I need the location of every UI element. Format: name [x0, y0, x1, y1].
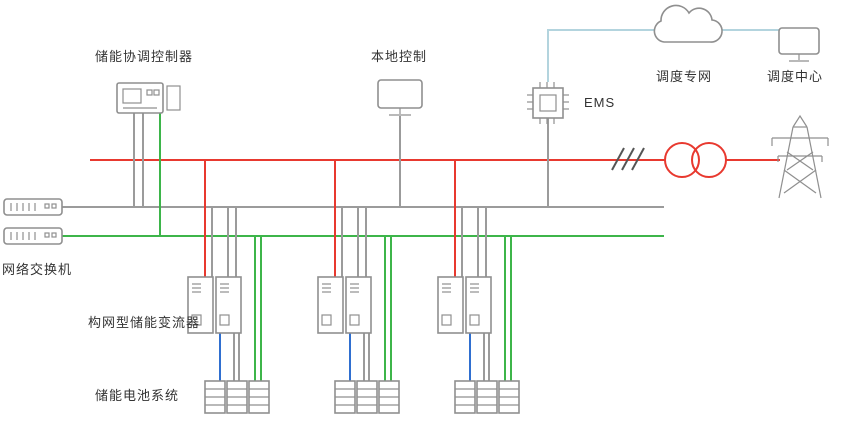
- transmission-tower-icon: [771, 114, 829, 199]
- storage-branch-2: [317, 159, 400, 414]
- ems-label: EMS: [584, 95, 616, 110]
- transformer-icon: [664, 142, 727, 178]
- network-switch-icon-2: [3, 227, 63, 245]
- dispatch-center-label: 调度中心: [767, 69, 824, 84]
- network-switch-label: 网络交换机: [2, 262, 73, 277]
- dispatch-cloud-icon: [653, 4, 723, 43]
- local-control-label: 本地控制: [371, 49, 428, 64]
- line-break-marks: [611, 147, 645, 171]
- battery-system-label: 储能电池系统: [95, 388, 180, 403]
- storage-branch-1: [187, 159, 270, 414]
- network-switch-icon-1: [3, 198, 63, 216]
- ems-chip-icon: [527, 82, 569, 124]
- converter-label: 构网型储能变流器: [88, 315, 201, 330]
- storage-branch-3: [437, 159, 520, 414]
- coordinator-links: [133, 113, 161, 236]
- dispatch-network-label: 调度专网: [656, 69, 713, 84]
- coordinator-device-icon: [116, 82, 181, 114]
- local-control-monitor-icon: [377, 79, 423, 116]
- coordinator-label: 储能协调控制器: [95, 49, 194, 64]
- dispatch-center-monitor-icon: [778, 27, 820, 62]
